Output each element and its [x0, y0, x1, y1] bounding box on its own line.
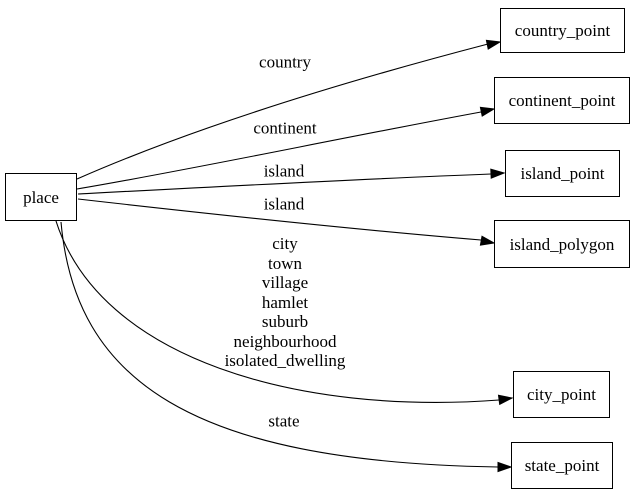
node-island-point: island_point	[505, 150, 620, 197]
edge-place-city_point	[55, 220, 500, 403]
edge-place-country_point	[76, 43, 489, 180]
arrowhead-island_point	[490, 168, 506, 179]
edge-label-continent: continent	[253, 118, 317, 138]
edge-place-island_polygon	[77, 198, 482, 241]
arrowhead-island_polygon	[479, 235, 496, 246]
arrowhead-city_point	[497, 394, 514, 406]
arrowhead-country_point	[485, 39, 502, 50]
edge-label-state: state	[268, 411, 300, 431]
edge-label-country: country	[259, 52, 311, 72]
node-place: place	[5, 173, 77, 221]
edge-place-island_point	[77, 173, 492, 195]
edge-label-city-aliases: city town village hamlet suburb neighbou…	[224, 233, 346, 370]
node-country-point: country_point	[500, 8, 625, 53]
arrowhead-continent_point	[479, 106, 496, 117]
node-city-point: city_point	[513, 371, 610, 418]
edge-place-continent_point	[76, 111, 482, 190]
edge-label-island-point: island	[263, 161, 305, 181]
node-continent-point: continent_point	[494, 77, 630, 124]
node-island-polygon: island_polygon	[494, 220, 630, 268]
edge-label-island-polygon: island	[263, 194, 305, 214]
node-state-point: state_point	[511, 442, 613, 489]
edge-place-state_point	[60, 221, 499, 468]
arrowhead-state_point	[497, 461, 513, 473]
